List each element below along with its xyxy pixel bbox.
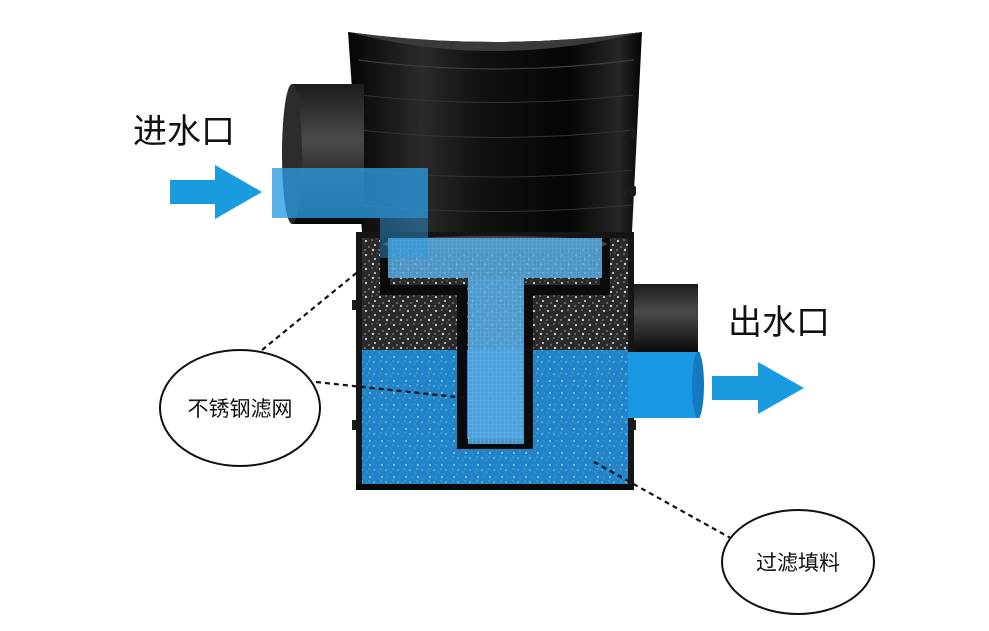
media-callout-bubble xyxy=(721,509,875,615)
outlet-pipe xyxy=(628,284,704,418)
leader-lines xyxy=(261,269,735,541)
inlet-label: 进水口 xyxy=(133,112,235,152)
stainless-screen xyxy=(388,238,602,444)
outlet-label: 出水口 xyxy=(728,303,830,343)
outlet-arrow-icon xyxy=(712,362,804,414)
outlet-water xyxy=(628,352,700,418)
screen-label: 不锈钢滤网 xyxy=(188,397,293,421)
inlet-arrow-icon xyxy=(170,165,262,219)
inlet-flow-channel xyxy=(272,168,428,258)
screen-callout-bubble xyxy=(159,349,321,467)
media-label: 过滤填料 xyxy=(756,551,840,575)
